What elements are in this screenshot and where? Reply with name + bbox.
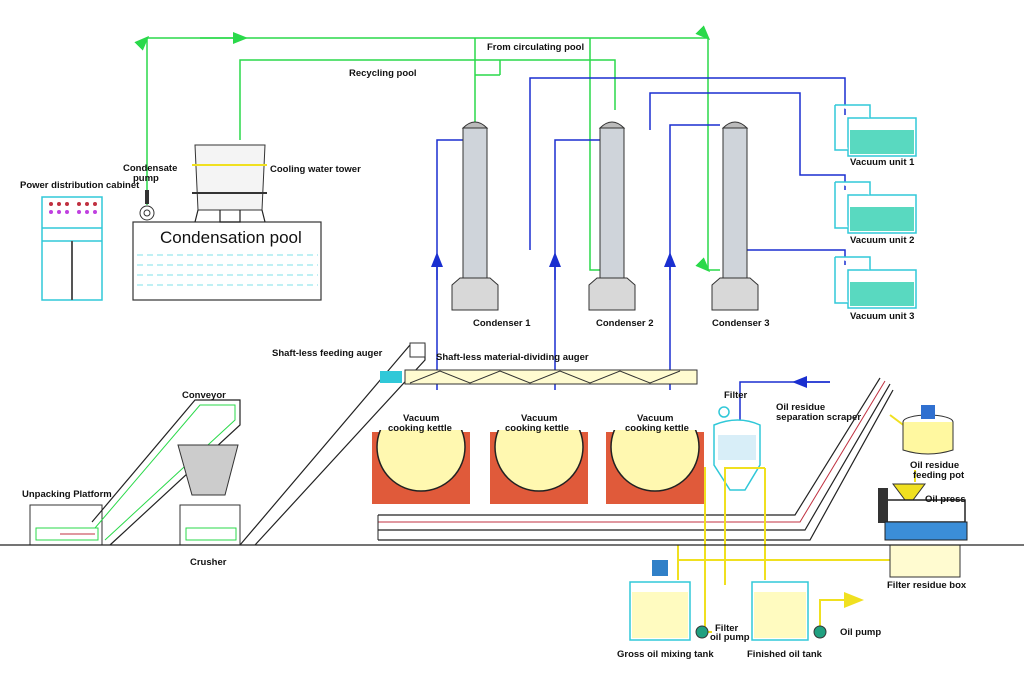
label-condenser-1: Condenser 1	[473, 318, 531, 329]
oil-pump	[813, 625, 827, 639]
label-feeding-pot-2: feeding pot	[913, 470, 965, 481]
label-filter-oil-pump-2: oil pump	[710, 632, 750, 643]
label-filter-oil-pump-1: Filter	[715, 623, 739, 634]
label-kettle-3-line2: cooking kettle	[625, 423, 689, 434]
label-finished-oil-tank: Finished oil tank	[747, 649, 823, 660]
label-feeding-pot-1: Oil residue	[910, 460, 959, 471]
label-kettle-1-line2: cooking kettle	[388, 423, 452, 434]
oil-residue-separation-scraper	[377, 377, 894, 541]
label-shaftless-feeding-auger: Shaft-less feeding auger	[272, 348, 383, 359]
label-oil-press: Oil press	[925, 494, 966, 505]
oil-press	[878, 483, 968, 541]
condensation-pool	[132, 221, 322, 301]
unpacking-platform	[29, 504, 103, 546]
vacuum-cooking-kettle-1	[372, 395, 470, 504]
oil-residue-feeding-pot	[902, 405, 954, 455]
label-scraper-1: Oil residue	[776, 402, 825, 413]
vacuum-cooking-kettle-3	[606, 395, 704, 504]
condenser-1	[451, 121, 499, 311]
label-condenser-3: Condenser 3	[712, 318, 770, 329]
power-distribution-cabinet	[41, 196, 103, 301]
label-kettle-3-line1: Vacuum	[637, 413, 673, 424]
shaftless-material-dividing-auger	[380, 369, 698, 385]
filter-oil-pump	[695, 625, 709, 639]
vacuum-cooking-kettle-2	[490, 395, 588, 504]
vacuum-unit-2	[834, 181, 917, 234]
finished-oil-tank	[751, 581, 809, 641]
label-vacuum-unit-2: Vacuum unit 2	[850, 235, 914, 246]
label-condensate-pump-2: pump	[133, 173, 159, 184]
gross-oil-mixing-tank	[629, 560, 691, 641]
label-unpacking-platform: Unpacking Platform	[22, 489, 112, 500]
label-crusher: Crusher	[190, 557, 227, 568]
label-recycling-pool: Recycling pool	[349, 68, 417, 79]
label-kettle-2-line1: Vacuum	[521, 413, 557, 424]
vacuum-unit-1	[834, 104, 917, 157]
condenser-2	[588, 121, 636, 311]
vacuum-lines	[431, 77, 846, 430]
crusher	[177, 444, 241, 546]
label-cooling-tower: Cooling water tower	[270, 164, 361, 175]
shaftless-feeding-auger	[239, 342, 426, 546]
label-oil-pump: Oil pump	[840, 627, 881, 638]
condenser-3	[711, 121, 759, 311]
label-gross-oil-mixing-tank: Gross oil mixing tank	[617, 649, 714, 660]
vacuum-unit-3	[834, 256, 917, 309]
label-vacuum-unit-1: Vacuum unit 1	[850, 157, 915, 168]
label-kettle-2-line2: cooking kettle	[505, 423, 569, 434]
label-scraper-2: separation scraper	[776, 412, 861, 423]
cooling-water-tower	[192, 144, 267, 223]
label-kettle-1-line1: Vacuum	[403, 413, 439, 424]
label-condensation-pool: Condensation pool	[160, 228, 302, 247]
label-filter-residue-box: Filter residue box	[887, 580, 967, 591]
label-condensate-pump-1: Condensate	[123, 163, 177, 174]
label-shaftless-dividing-auger: Shaft-less material-dividing auger	[436, 352, 589, 363]
label-vacuum-unit-3: Vacuum unit 3	[850, 311, 914, 322]
filter-residue-box	[889, 544, 961, 578]
filter	[713, 406, 761, 491]
label-from-circulating-pool: From circulating pool	[487, 42, 584, 53]
label-power-cabinet: Power distribution cabinet	[20, 180, 140, 191]
label-filter: Filter	[724, 390, 748, 401]
label-condenser-2: Condenser 2	[596, 318, 654, 329]
label-conveyor: Conveyor	[182, 390, 226, 401]
condensate-pump	[139, 190, 155, 221]
